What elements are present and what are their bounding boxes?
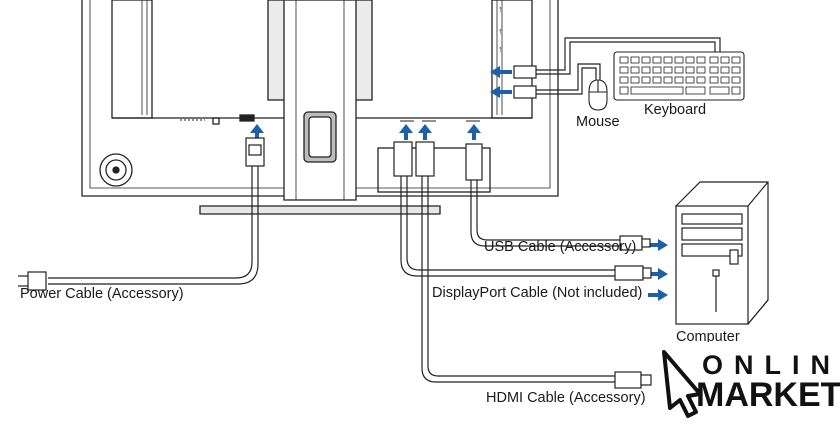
- power-cable-label: Power Cable (Accessory): [20, 286, 184, 302]
- hdmi-cable-label: HDMI Cable (Accessory): [486, 390, 646, 406]
- usb-cable-label: USB Cable (Accessory): [484, 239, 637, 255]
- logo-text-online: ONLINE: [702, 350, 840, 380]
- svg-text:↑: ↑: [498, 44, 503, 54]
- svg-text:↑: ↑: [498, 4, 503, 14]
- connection-arrows: [250, 66, 668, 301]
- monitor-back: ↑ ↑ ↑: [81, 0, 559, 215]
- cables: [18, 37, 721, 389]
- logo-cursor-icon: [662, 350, 702, 418]
- svg-text:↑: ↑: [498, 26, 503, 36]
- keyboard-icon: [613, 51, 745, 101]
- computer-label: Computer: [676, 330, 740, 342]
- logo-text-market: MARKET: [696, 376, 840, 414]
- computer-icon: [675, 181, 769, 326]
- mouse-icon: [588, 79, 608, 111]
- displayport-cable-label: DisplayPort Cable (Not included): [432, 285, 643, 301]
- mouse-label: Mouse: [576, 114, 620, 130]
- keyboard-label: Keyboard: [644, 102, 707, 118]
